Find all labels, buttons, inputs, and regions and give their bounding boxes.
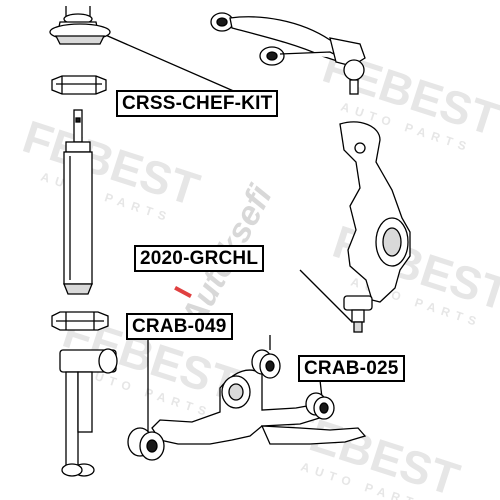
part-label-crab-025: CRAB-025: [298, 355, 405, 382]
steering-knuckle: [339, 121, 411, 333]
strut-bump-stop: [51, 75, 107, 95]
lower-spring-seat: [51, 311, 109, 331]
part-label-crss-chef-kit: CRSS-CHEF-KIT: [116, 90, 279, 117]
strut-top-mount: [49, 6, 111, 45]
upper-control-arm: [210, 12, 366, 95]
bushing-crab-025-lower: [305, 392, 335, 420]
retailer-accent-mark: [174, 286, 192, 298]
rear-link: [59, 348, 118, 477]
leader-grchl: [299, 269, 353, 323]
part-label-2020-grchl: 2020-GRCHL: [134, 245, 265, 272]
part-label-crab-049: CRAB-049: [126, 313, 233, 340]
bushing-crab-025-upper: [251, 349, 281, 379]
bushing-crab-049: [127, 427, 165, 461]
shock-absorber: [63, 109, 93, 295]
leader-crss-kit: [93, 29, 246, 97]
